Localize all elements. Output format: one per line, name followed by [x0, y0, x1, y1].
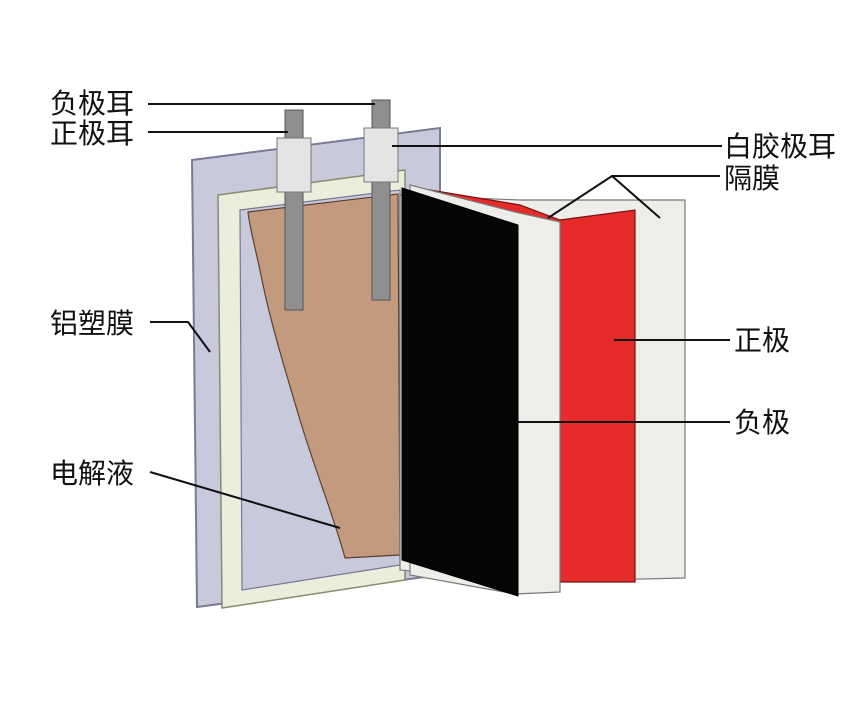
label-negative-tab: 负极耳: [50, 87, 134, 120]
label-electrolyte: 电解液: [50, 457, 134, 490]
label-aluminum-plastic-film: 铝塑膜: [50, 307, 134, 340]
leader-electrolyte: [149, 471, 341, 529]
label-positive-tab: 正极耳: [50, 117, 134, 150]
leader-aluminum-film: [150, 321, 211, 353]
label-negative-electrode: 负极: [734, 406, 790, 439]
leader-separator-b: [611, 175, 661, 219]
label-separator: 隔膜: [724, 162, 780, 195]
leader-lines: [148, 103, 730, 529]
label-white-tab-glue: 白胶极耳: [724, 130, 836, 163]
negative-electrode-sheet: [401, 187, 519, 597]
label-positive-electrode: 正极: [734, 324, 790, 357]
positive-tab-glue: [276, 137, 312, 193]
negative-tab-glue: [363, 127, 399, 183]
